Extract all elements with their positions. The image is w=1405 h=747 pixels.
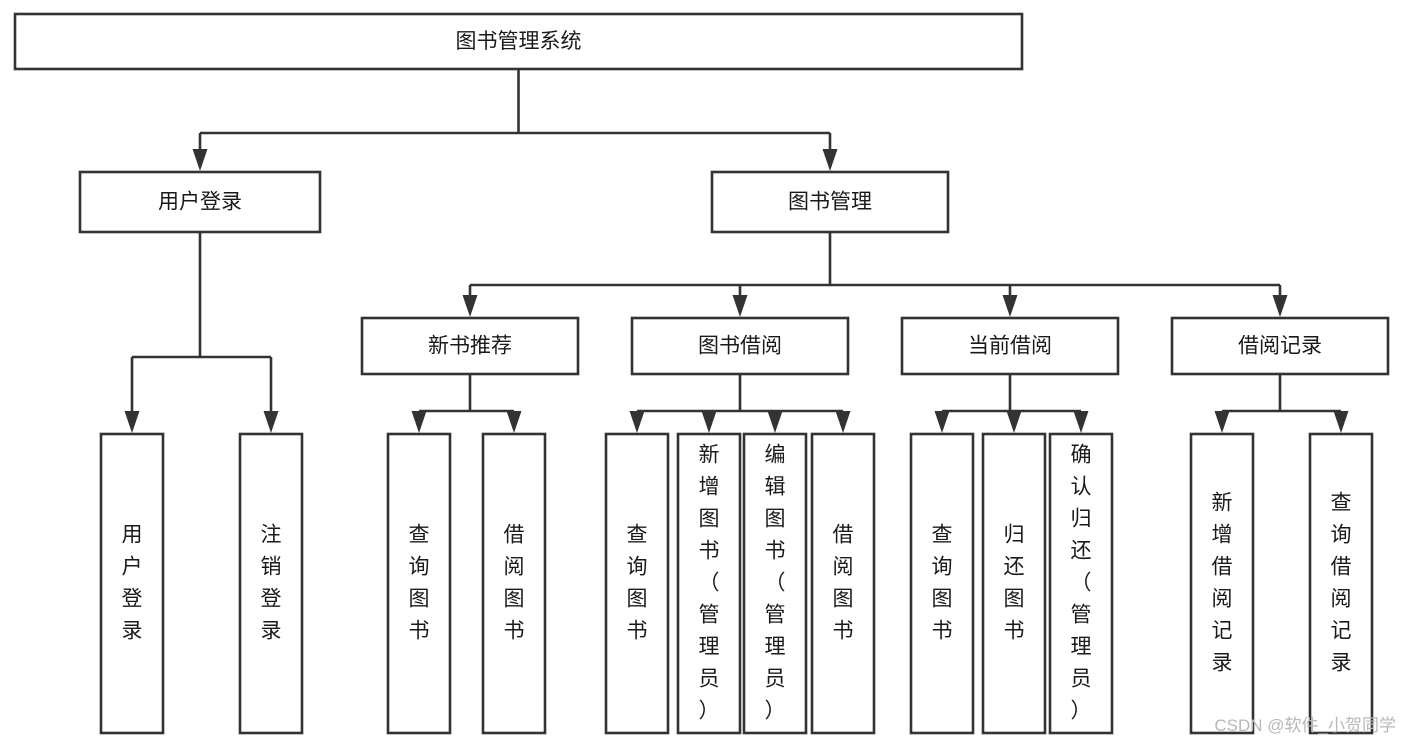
node-leaf-edit-book-rect[interactable] <box>742 432 808 735</box>
node-book-borrow-rect[interactable] <box>630 316 850 376</box>
node-user-login[interactable]: 用户登录 <box>78 170 322 234</box>
node-leaf-query-record-label: 查询借阅记录 <box>1331 492 1352 675</box>
node-leaf-return-book-label: 归还图书 <box>1004 524 1025 643</box>
node-new-book-recommend[interactable]: 新书推荐 <box>360 316 580 376</box>
connector-group-root <box>192 69 838 171</box>
node-borrow-record-label: 借阅记录 <box>1238 335 1322 358</box>
node-leaf-edit-book[interactable]: 编辑图书（管理员） <box>742 432 808 735</box>
node-user-login-rect[interactable] <box>78 170 322 234</box>
node-leaf-query-book-3-label: 查询图书 <box>932 524 953 643</box>
node-book-manage-label: 图书管理 <box>788 191 872 214</box>
node-leaf-query-book-2-rect[interactable] <box>604 432 670 735</box>
node-leaf-borrow-book-1-rect[interactable] <box>481 432 547 735</box>
node-leaf-add-book[interactable]: 新增图书（管理员） <box>676 432 742 735</box>
node-book-borrow-label: 图书借阅 <box>698 335 782 358</box>
node-leaf-borrow-book-1[interactable]: 借阅图书 <box>481 432 547 735</box>
node-leaf-return-book[interactable]: 归还图书 <box>981 432 1047 735</box>
csdn-watermark: CSDN @软件_小贺同学 <box>1214 716 1396 735</box>
node-book-borrow[interactable]: 图书借阅 <box>630 316 850 376</box>
node-leaf-edit-book-label: 编辑图书（管理员） <box>765 444 786 723</box>
node-leaf-query-record[interactable]: 查询借阅记录 <box>1308 432 1374 735</box>
node-leaf-borrow-book-2-label: 借阅图书 <box>833 524 854 643</box>
node-user-login-label: 用户登录 <box>158 191 242 214</box>
node-leaf-query-book-3-rect[interactable] <box>909 432 975 735</box>
node-leaf-query-book-2-label: 查询图书 <box>627 524 648 643</box>
node-leaf-user-login-label: 用户登录 <box>122 524 143 643</box>
node-current-borrow-rect[interactable] <box>900 316 1120 376</box>
node-leaf-query-book-1-rect[interactable] <box>386 432 452 735</box>
node-leaf-confirm-return[interactable]: 确认归还（管理员） <box>1048 432 1114 735</box>
node-leaf-add-record-rect[interactable] <box>1189 432 1255 735</box>
connector-group-current-borrow <box>934 374 1089 433</box>
node-borrow-record[interactable]: 借阅记录 <box>1170 316 1390 376</box>
node-leaf-add-record-label: 新增借阅记录 <box>1212 492 1233 675</box>
node-root-root[interactable]: 图书管理系统 <box>13 12 1024 71</box>
connector-group-book-borrow <box>629 374 851 433</box>
node-current-borrow[interactable]: 当前借阅 <box>900 316 1120 376</box>
node-root-root-label: 图书管理系统 <box>456 30 582 53</box>
node-leaf-return-book-rect[interactable] <box>981 432 1047 735</box>
node-leaf-user-logout[interactable]: 注销登录 <box>238 432 304 735</box>
node-book-manage[interactable]: 图书管理 <box>710 170 950 234</box>
node-leaf-add-record[interactable]: 新增借阅记录 <box>1189 432 1255 735</box>
node-leaf-user-logout-label: 注销登录 <box>261 524 282 643</box>
node-root-root-rect[interactable] <box>13 12 1024 71</box>
node-borrow-record-rect[interactable] <box>1170 316 1390 376</box>
node-leaf-query-record-rect[interactable] <box>1308 432 1374 735</box>
node-leaf-borrow-book-2-rect[interactable] <box>810 432 876 735</box>
node-leaf-user-login-rect[interactable] <box>99 432 165 735</box>
node-leaf-query-book-3[interactable]: 查询图书 <box>909 432 975 735</box>
node-leaf-query-book-1-label: 查询图书 <box>409 524 430 643</box>
node-leaf-user-login[interactable]: 用户登录 <box>99 432 165 735</box>
boxes-layer: 图书管理系统用户登录图书管理新书推荐图书借阅当前借阅借阅记录用户登录注销登录查询… <box>13 12 1390 735</box>
node-leaf-borrow-book-1-label: 借阅图书 <box>504 524 525 643</box>
node-leaf-user-logout-rect[interactable] <box>238 432 304 735</box>
node-leaf-confirm-return-rect[interactable] <box>1048 432 1114 735</box>
connector-group-book-manage <box>462 232 1288 317</box>
connector-group-user-login <box>124 232 279 433</box>
node-new-book-recommend-rect[interactable] <box>360 316 580 376</box>
node-leaf-confirm-return-label: 确认归还（管理员） <box>1071 444 1092 723</box>
node-book-manage-rect[interactable] <box>710 170 950 234</box>
node-leaf-add-book-label: 新增图书（管理员） <box>699 444 720 723</box>
node-current-borrow-label: 当前借阅 <box>968 335 1052 358</box>
node-leaf-borrow-book-2[interactable]: 借阅图书 <box>810 432 876 735</box>
connectors-layer <box>124 69 1349 433</box>
connector-group-borrow-record <box>1214 374 1349 433</box>
node-leaf-query-book-1[interactable]: 查询图书 <box>386 432 452 735</box>
node-leaf-add-book-rect[interactable] <box>676 432 742 735</box>
node-new-book-recommend-label: 新书推荐 <box>428 335 512 358</box>
node-leaf-query-book-2[interactable]: 查询图书 <box>604 432 670 735</box>
connector-group-new-book-recommend <box>411 374 522 433</box>
